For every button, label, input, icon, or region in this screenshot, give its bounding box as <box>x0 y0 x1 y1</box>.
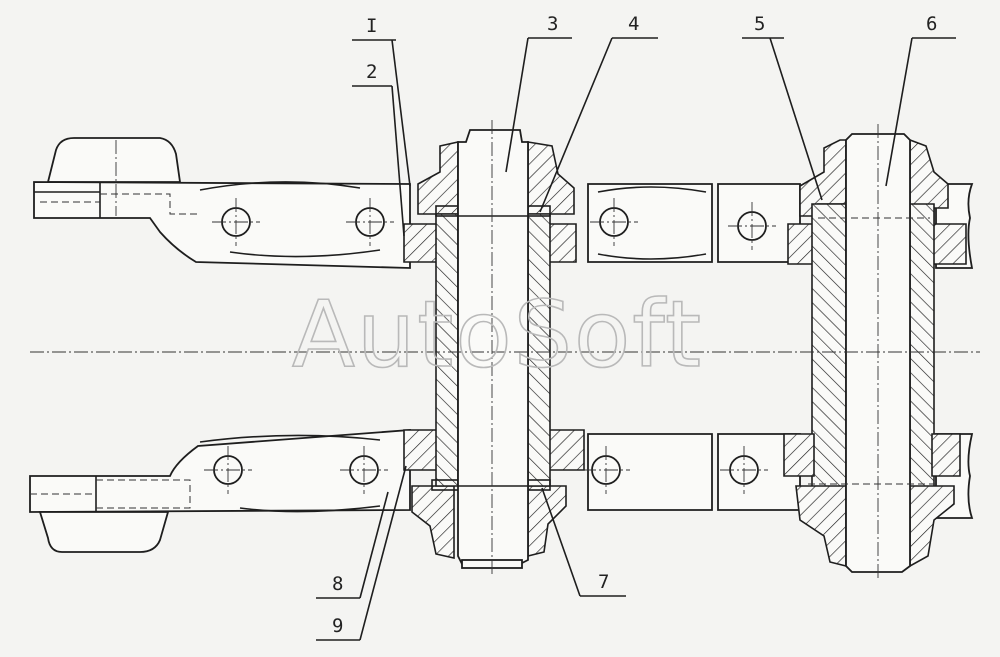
link-contour <box>199 181 361 191</box>
callout-leader <box>885 37 913 187</box>
link-contour <box>199 434 381 443</box>
link-contour <box>597 253 707 260</box>
right-bushing-wall-right <box>909 203 935 499</box>
callout-leader <box>541 487 581 597</box>
callout-label-7: 7 <box>598 571 609 593</box>
callouts: I 2 3 4 5 6 7 8 9 <box>316 13 956 641</box>
callout-leader <box>391 39 411 187</box>
callout-label-3: 3 <box>547 13 558 35</box>
callout-label-8: 8 <box>332 573 343 595</box>
lower-left-boss <box>411 485 455 559</box>
lower-right-boss <box>527 485 567 558</box>
watermark-text: AutoSoft <box>292 281 703 388</box>
right-lower-ring-right <box>931 433 961 477</box>
callout-leader <box>359 465 407 641</box>
upper-right-boss <box>527 141 575 215</box>
callout-label-5: 5 <box>754 13 765 35</box>
callout-leader <box>391 85 405 237</box>
right-upper-ring-right <box>931 223 967 265</box>
right-joint <box>783 124 967 580</box>
callout-label-9: 9 <box>332 615 343 637</box>
link-contour <box>229 249 381 258</box>
lower-shoe-lug <box>38 511 170 553</box>
callout-label-4: 4 <box>628 13 639 35</box>
left-joint <box>403 120 585 574</box>
upper-left-boss <box>417 141 459 215</box>
link-contour <box>597 186 707 193</box>
right-lower-right-boss <box>909 485 955 568</box>
hidden-line <box>96 479 191 509</box>
upper-link-row <box>33 137 974 269</box>
lower-middle-link <box>587 433 713 511</box>
right-lower-left-boss <box>795 485 847 568</box>
right-lower-ring-left <box>783 433 815 477</box>
callout-label-6: 6 <box>926 13 937 35</box>
callout-leader <box>769 37 823 201</box>
callout-leader <box>539 37 613 213</box>
hidden-line <box>100 193 200 215</box>
callout-label-1: I <box>366 15 377 37</box>
callout-leader <box>505 37 529 173</box>
link-contour <box>239 505 381 513</box>
callout-label-2: 2 <box>366 61 377 83</box>
right-bushing-wall-left <box>811 203 847 499</box>
callout-leader <box>359 491 389 599</box>
upper-shoe-lug <box>46 137 182 183</box>
upper-middle-link <box>587 183 713 263</box>
